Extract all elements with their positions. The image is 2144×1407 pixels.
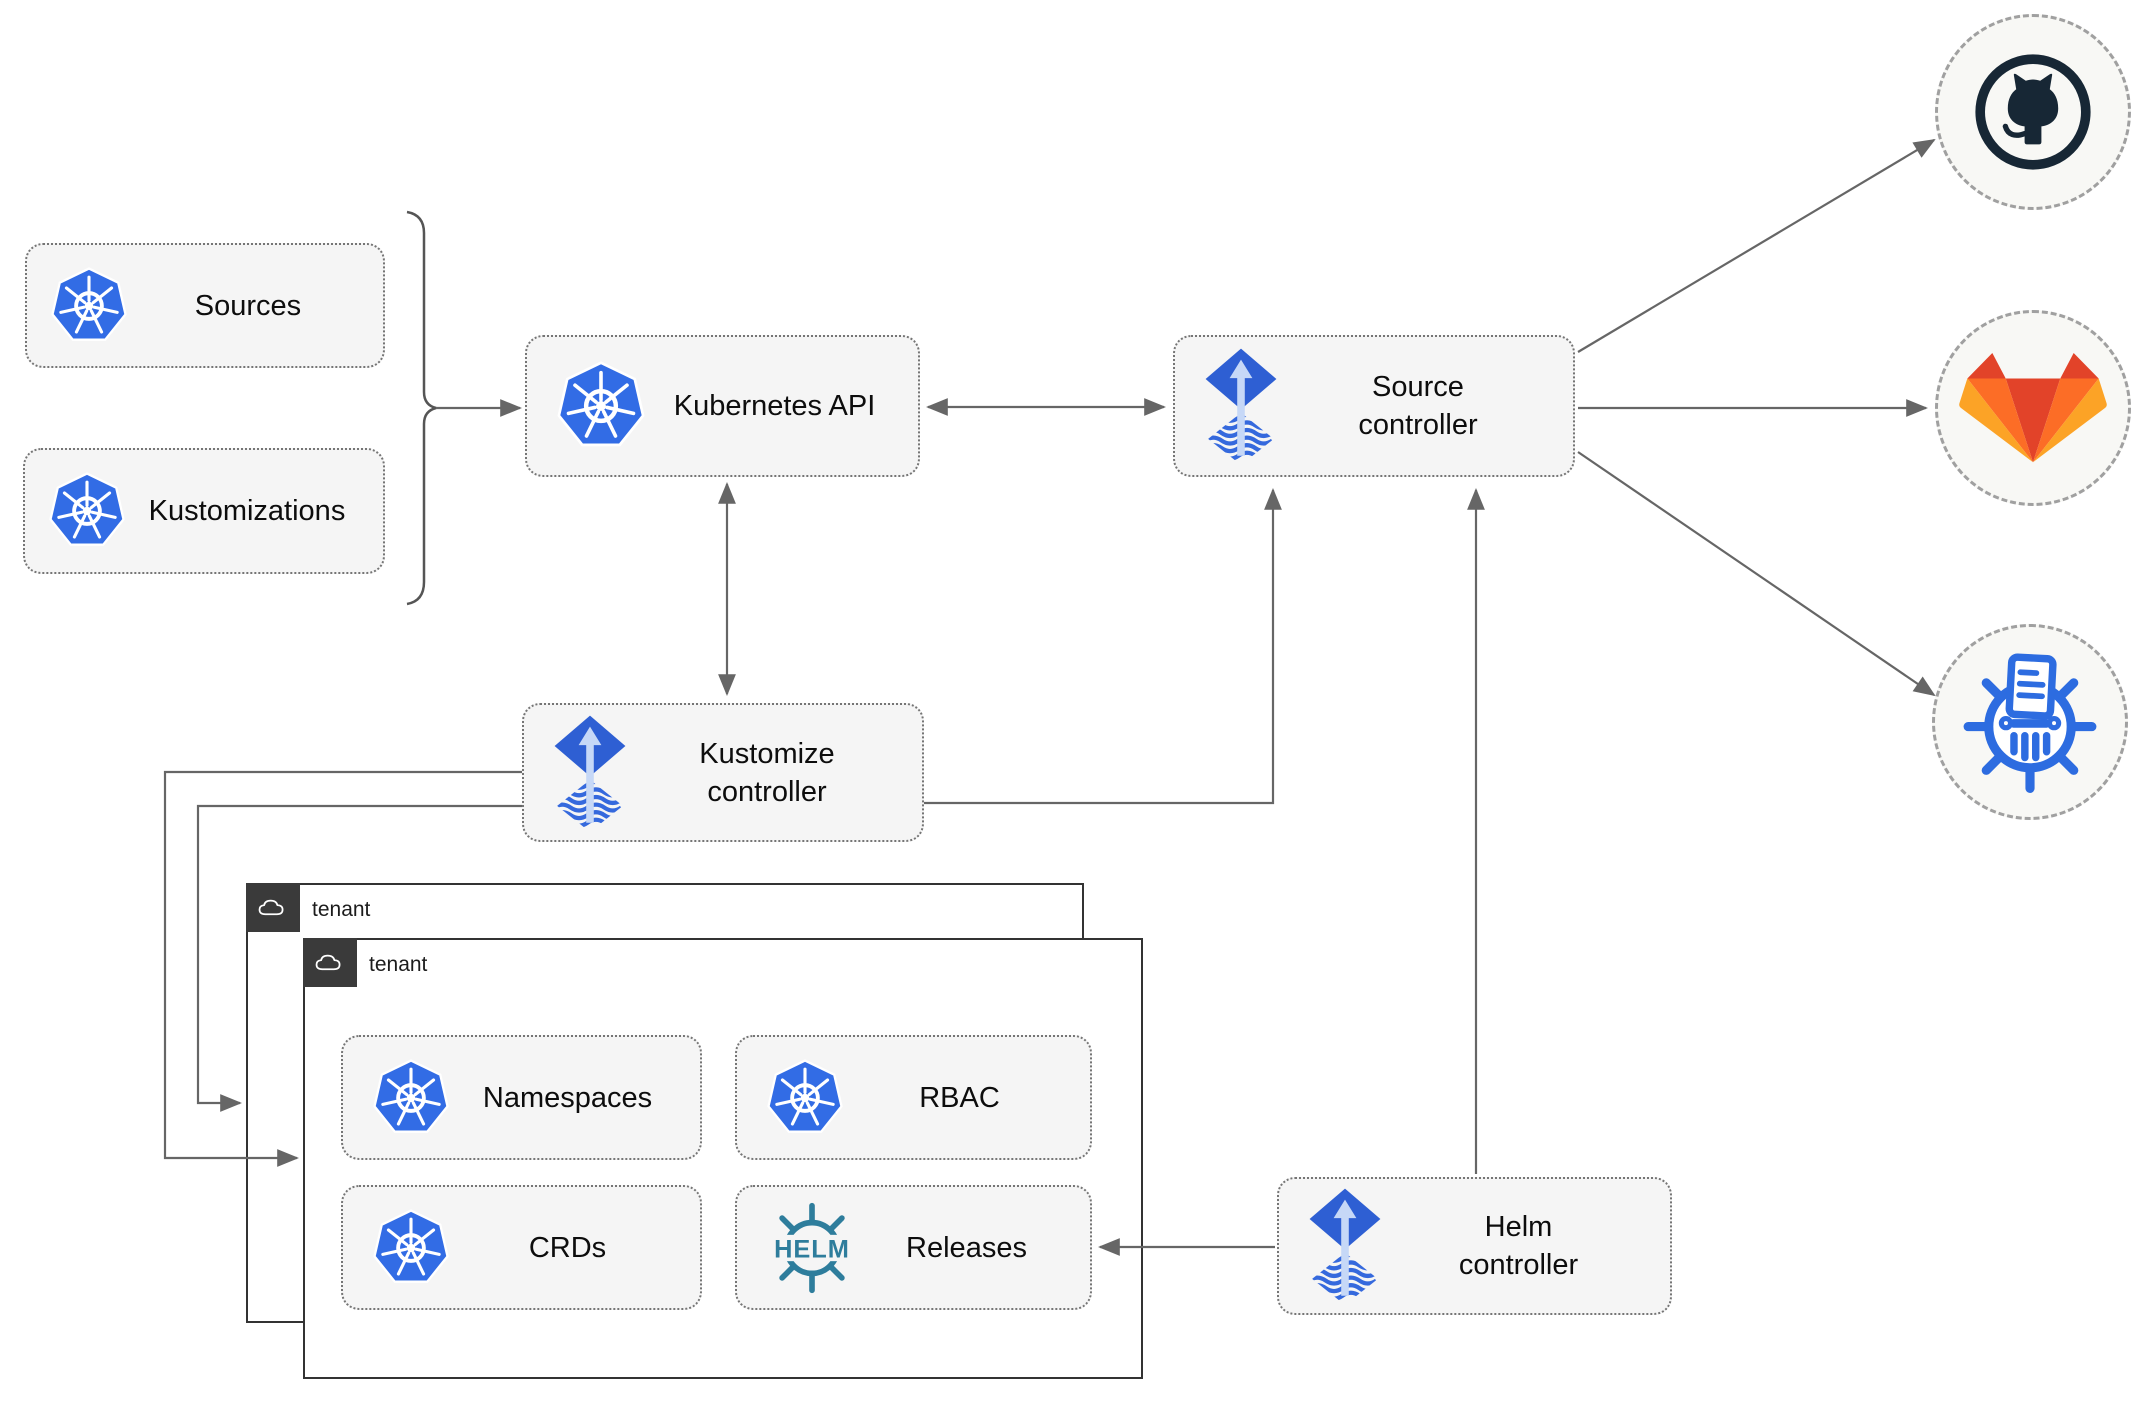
kubernetes-icon	[47, 472, 127, 550]
node-kustomize-controller: Kustomize controller	[522, 703, 924, 842]
flux-icon	[1307, 1187, 1383, 1305]
node-kubernetes-api: Kubernetes API	[525, 335, 920, 477]
kubernetes-icon	[555, 361, 647, 451]
node-label: Source controller	[1358, 371, 1478, 441]
edge-kustomize-to-source	[924, 488, 1282, 805]
grouping-brace	[406, 210, 437, 606]
helm-repository-icon	[1959, 651, 2101, 793]
edge-source-to-github	[1577, 138, 1936, 353]
node-rbac: RBAC	[735, 1035, 1092, 1160]
node-label: Namespaces	[482, 1081, 653, 1114]
tenant-tab	[302, 937, 357, 987]
node-label: Kubernetes API	[673, 390, 876, 422]
cloud-icon	[313, 950, 346, 975]
node-label: Helm controller	[1458, 1211, 1579, 1281]
github-target	[1935, 14, 2131, 210]
gitlab-target	[1935, 310, 2131, 506]
edge-source-to-helm-repository	[1577, 451, 1936, 697]
node-label: Kustomize controller	[699, 737, 835, 808]
node-label: Kustomizations	[148, 495, 346, 527]
kubernetes-icon	[371, 1059, 451, 1137]
kubernetes-icon	[49, 267, 129, 345]
helm-repository-target	[1932, 624, 2128, 820]
kubernetes-icon	[371, 1209, 451, 1287]
node-label: Sources	[194, 289, 302, 322]
github-octocat-icon	[1973, 52, 2093, 172]
node-kustomizations: Kustomizations	[23, 448, 385, 574]
tenant-tab	[245, 882, 300, 932]
node-crds: CRDs	[341, 1185, 702, 1310]
flux-icon	[1203, 347, 1279, 465]
kubernetes-icon	[765, 1059, 845, 1137]
helm-logo-text: HELM	[774, 1235, 850, 1263]
tenant-label: tenant	[312, 898, 371, 921]
node-releases: HELM Releases	[735, 1185, 1092, 1310]
node-label: RBAC	[919, 1081, 1000, 1114]
gitlab-tanuki-icon	[1959, 352, 2107, 464]
node-source-controller: Source controller	[1173, 335, 1575, 477]
node-label: Releases	[906, 1231, 1027, 1264]
node-namespaces: Namespaces	[341, 1035, 702, 1160]
node-label: CRDs	[528, 1231, 607, 1264]
node-sources: Sources	[25, 243, 385, 368]
helm-logo: HELM	[765, 1201, 859, 1295]
flux-icon	[552, 714, 628, 832]
cloud-icon	[256, 895, 289, 920]
tenant-label: tenant	[369, 953, 428, 976]
node-helm-controller: Helm controller	[1277, 1177, 1672, 1315]
